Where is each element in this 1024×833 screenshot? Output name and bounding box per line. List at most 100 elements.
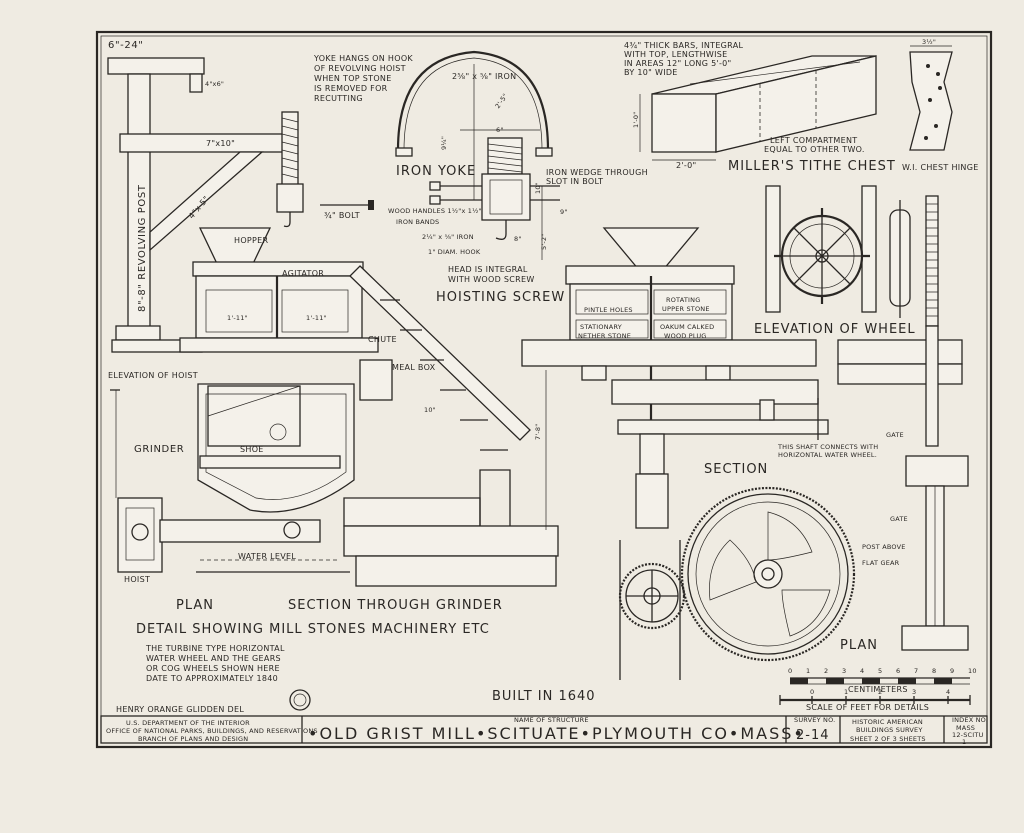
oakum-label-1: OAKUM CALKED bbox=[660, 323, 714, 331]
dept-line-1: U.S. DEPARTMENT OF THE INTERIOR bbox=[126, 719, 250, 727]
stationary-label-2: NETHER STONE bbox=[578, 332, 631, 340]
wheel-elevation bbox=[765, 185, 969, 651]
gate-label-1: GATE bbox=[886, 431, 904, 439]
chest-note-2: WITH TOP, LENGTHWISE bbox=[624, 50, 728, 59]
left-compartment-1: LEFT COMPARTMENT bbox=[770, 136, 857, 145]
chute-label: CHUTE bbox=[368, 335, 397, 344]
name-caption: NAME OF STRUCTURE bbox=[514, 716, 589, 724]
note-line-3: OR COG WHEELS SHOWN HERE bbox=[146, 664, 280, 673]
centimeters-label: CENTIMETERS bbox=[848, 685, 908, 694]
yoke-note-5: RECUTTING bbox=[314, 94, 363, 103]
dim-4x6: 4"x6" bbox=[205, 80, 224, 88]
dept-line-2: OFFICE OF NATIONAL PARKS, BUILDINGS, AND… bbox=[106, 727, 318, 735]
grinder-label: GRINDER bbox=[134, 444, 184, 455]
hook-label: 1" DIAM. HOOK bbox=[428, 248, 481, 256]
plan-right-label: PLAN bbox=[840, 638, 878, 653]
shaft-note-2: HORIZONTAL WATER WHEEL. bbox=[778, 451, 877, 459]
chest-note-4: BY 10" WIDE bbox=[624, 68, 678, 77]
pintle-holes-label: PINTLE HOLES bbox=[584, 306, 633, 314]
cm-tick-label: 9 bbox=[950, 667, 954, 675]
dim-5-2: 5'-2" bbox=[540, 234, 548, 250]
yoke-note-2: OF REVOLVING HOIST bbox=[314, 64, 406, 73]
dim-1-11a: 1'-11" bbox=[227, 314, 248, 322]
rotating-label-2: UPPER STONE bbox=[662, 305, 710, 313]
wedge-note-2: SLOT IN BOLT bbox=[546, 177, 603, 186]
plan-left-label: PLAN bbox=[176, 598, 214, 613]
structure-name: •OLD GRIST MILL•SCITUATE•PLYMOUTH CO•MAS… bbox=[308, 724, 805, 743]
sheet-count: SHEET 2 OF 3 SHEETS bbox=[850, 735, 926, 743]
cm-tick-label: 5 bbox=[878, 667, 882, 675]
detail-caption: DETAIL SHOWING MILL STONES MACHINERY ETC bbox=[136, 622, 490, 637]
dim-6: 6" bbox=[496, 126, 504, 134]
note-line-2: WATER WHEEL AND THE GEARS bbox=[146, 654, 281, 663]
index-line-3: 1 bbox=[962, 738, 966, 746]
rotating-label-1: ROTATING bbox=[666, 296, 700, 304]
large-gear-wheel bbox=[680, 486, 856, 662]
yoke-note-4: IS REMOVED FOR bbox=[314, 84, 388, 93]
feet-tick-label: 0 bbox=[810, 688, 814, 696]
note-line-1: THE TURBINE TYPE HORIZONTAL bbox=[145, 644, 285, 653]
section-through-grinder-label: SECTION THROUGH GRINDER bbox=[288, 598, 503, 613]
feet-tick-label: 2 bbox=[878, 688, 882, 696]
dim-6x24: 6"-24" bbox=[108, 40, 144, 51]
yoke-note-1: YOKE HANGS ON HOOK bbox=[313, 54, 413, 63]
dept-line-3: BRANCH OF PLANS AND DESIGN bbox=[138, 735, 248, 743]
iron-yoke-title: IRON YOKE bbox=[396, 164, 476, 179]
millstone-section bbox=[521, 227, 829, 680]
dim-10: 10" bbox=[424, 406, 436, 414]
cm-tick-label: 6 bbox=[896, 667, 900, 675]
agitator-label: AGITATOR bbox=[282, 269, 324, 278]
section-title: SECTION bbox=[704, 462, 768, 477]
index-line-1: MASS bbox=[956, 724, 975, 732]
iron-small-label: 2¼" x ⅝" IRON bbox=[422, 233, 474, 241]
chest-note-3: IN AREAS 12" LONG 5'-0" bbox=[624, 59, 732, 68]
bolt-label: ¾" BOLT bbox=[324, 211, 360, 220]
left-compartment-2: EQUAL TO OTHER TWO. bbox=[764, 145, 865, 154]
built-label: BUILT IN 1640 bbox=[492, 689, 596, 704]
iron-bands-label: IRON BANDS bbox=[396, 218, 439, 226]
head-note-2: WITH WOOD SCREW bbox=[448, 275, 535, 284]
small-gear-wheel bbox=[618, 562, 686, 630]
millers-chest-title: MILLER'S TITHE CHEST bbox=[728, 159, 896, 174]
flat-gear-label: FLAT GEAR bbox=[862, 559, 900, 567]
cm-tick-label: 1 bbox=[806, 667, 810, 675]
habs-line-2: BUILDINGS SURVEY bbox=[856, 726, 923, 734]
shaft-note-1: THIS SHAFT CONNECTS WITH bbox=[777, 443, 878, 451]
dim-7x10: 7"x10" bbox=[206, 139, 235, 148]
chest-note-1: 4¾" THICK BARS, INTEGRAL bbox=[624, 41, 743, 50]
iron-dimension: 2⅝" x ⅝" IRON bbox=[452, 72, 516, 81]
cm-tick-label: 7 bbox=[914, 667, 918, 675]
cm-tick-label: 8 bbox=[932, 667, 936, 675]
shoe-label: SHOE bbox=[240, 445, 264, 454]
dim-7-8: 7'-8" bbox=[534, 424, 542, 440]
gate-label-2: GATE bbox=[890, 515, 908, 523]
wedge-note-1: IRON WEDGE THROUGH bbox=[546, 168, 648, 177]
dim-2-0: 2'-0" bbox=[676, 161, 696, 170]
elevation-wheel-title: ELEVATION OF WHEEL bbox=[754, 322, 916, 337]
survey-number: 2-14 bbox=[796, 728, 830, 743]
iron-yoke-drawing bbox=[395, 50, 560, 260]
wood-handles-label: WOOD HANDLES 1½"x 1½" bbox=[388, 207, 482, 215]
stationary-label-1: STATIONARY bbox=[580, 323, 622, 331]
survey-caption: SURVEY NO. bbox=[794, 716, 835, 724]
chest-hinge-label: W.I. CHEST HINGE bbox=[902, 163, 979, 172]
hoist-elevation bbox=[107, 57, 374, 353]
dim-3-2: 3½" bbox=[922, 38, 936, 46]
oakum-label-2: WOOD PLUG bbox=[664, 332, 707, 340]
cm-tick-label: 4 bbox=[860, 667, 864, 675]
post-above-label: POST ABOVE bbox=[862, 543, 906, 551]
dim-9-2: 9¼" bbox=[440, 136, 448, 150]
dim-1-0: 1'-0" bbox=[632, 112, 640, 128]
dim-8: 8" bbox=[514, 235, 522, 243]
index-line-2: 12-SCITU bbox=[952, 731, 984, 739]
head-note-1: HEAD IS INTEGRAL bbox=[448, 265, 528, 274]
dim-9: 9" bbox=[560, 208, 568, 216]
cm-tick-label: 2 bbox=[824, 667, 828, 675]
cm-tick-label: 0 bbox=[788, 667, 792, 675]
dim-1-11b: 1'-11" bbox=[306, 314, 327, 322]
dim-2-5: 2'-5" bbox=[494, 92, 510, 110]
tithe-chest-drawing bbox=[639, 45, 953, 161]
feet-tick-label: 1 bbox=[844, 688, 848, 696]
hopper-label: HOPPER bbox=[234, 236, 269, 245]
